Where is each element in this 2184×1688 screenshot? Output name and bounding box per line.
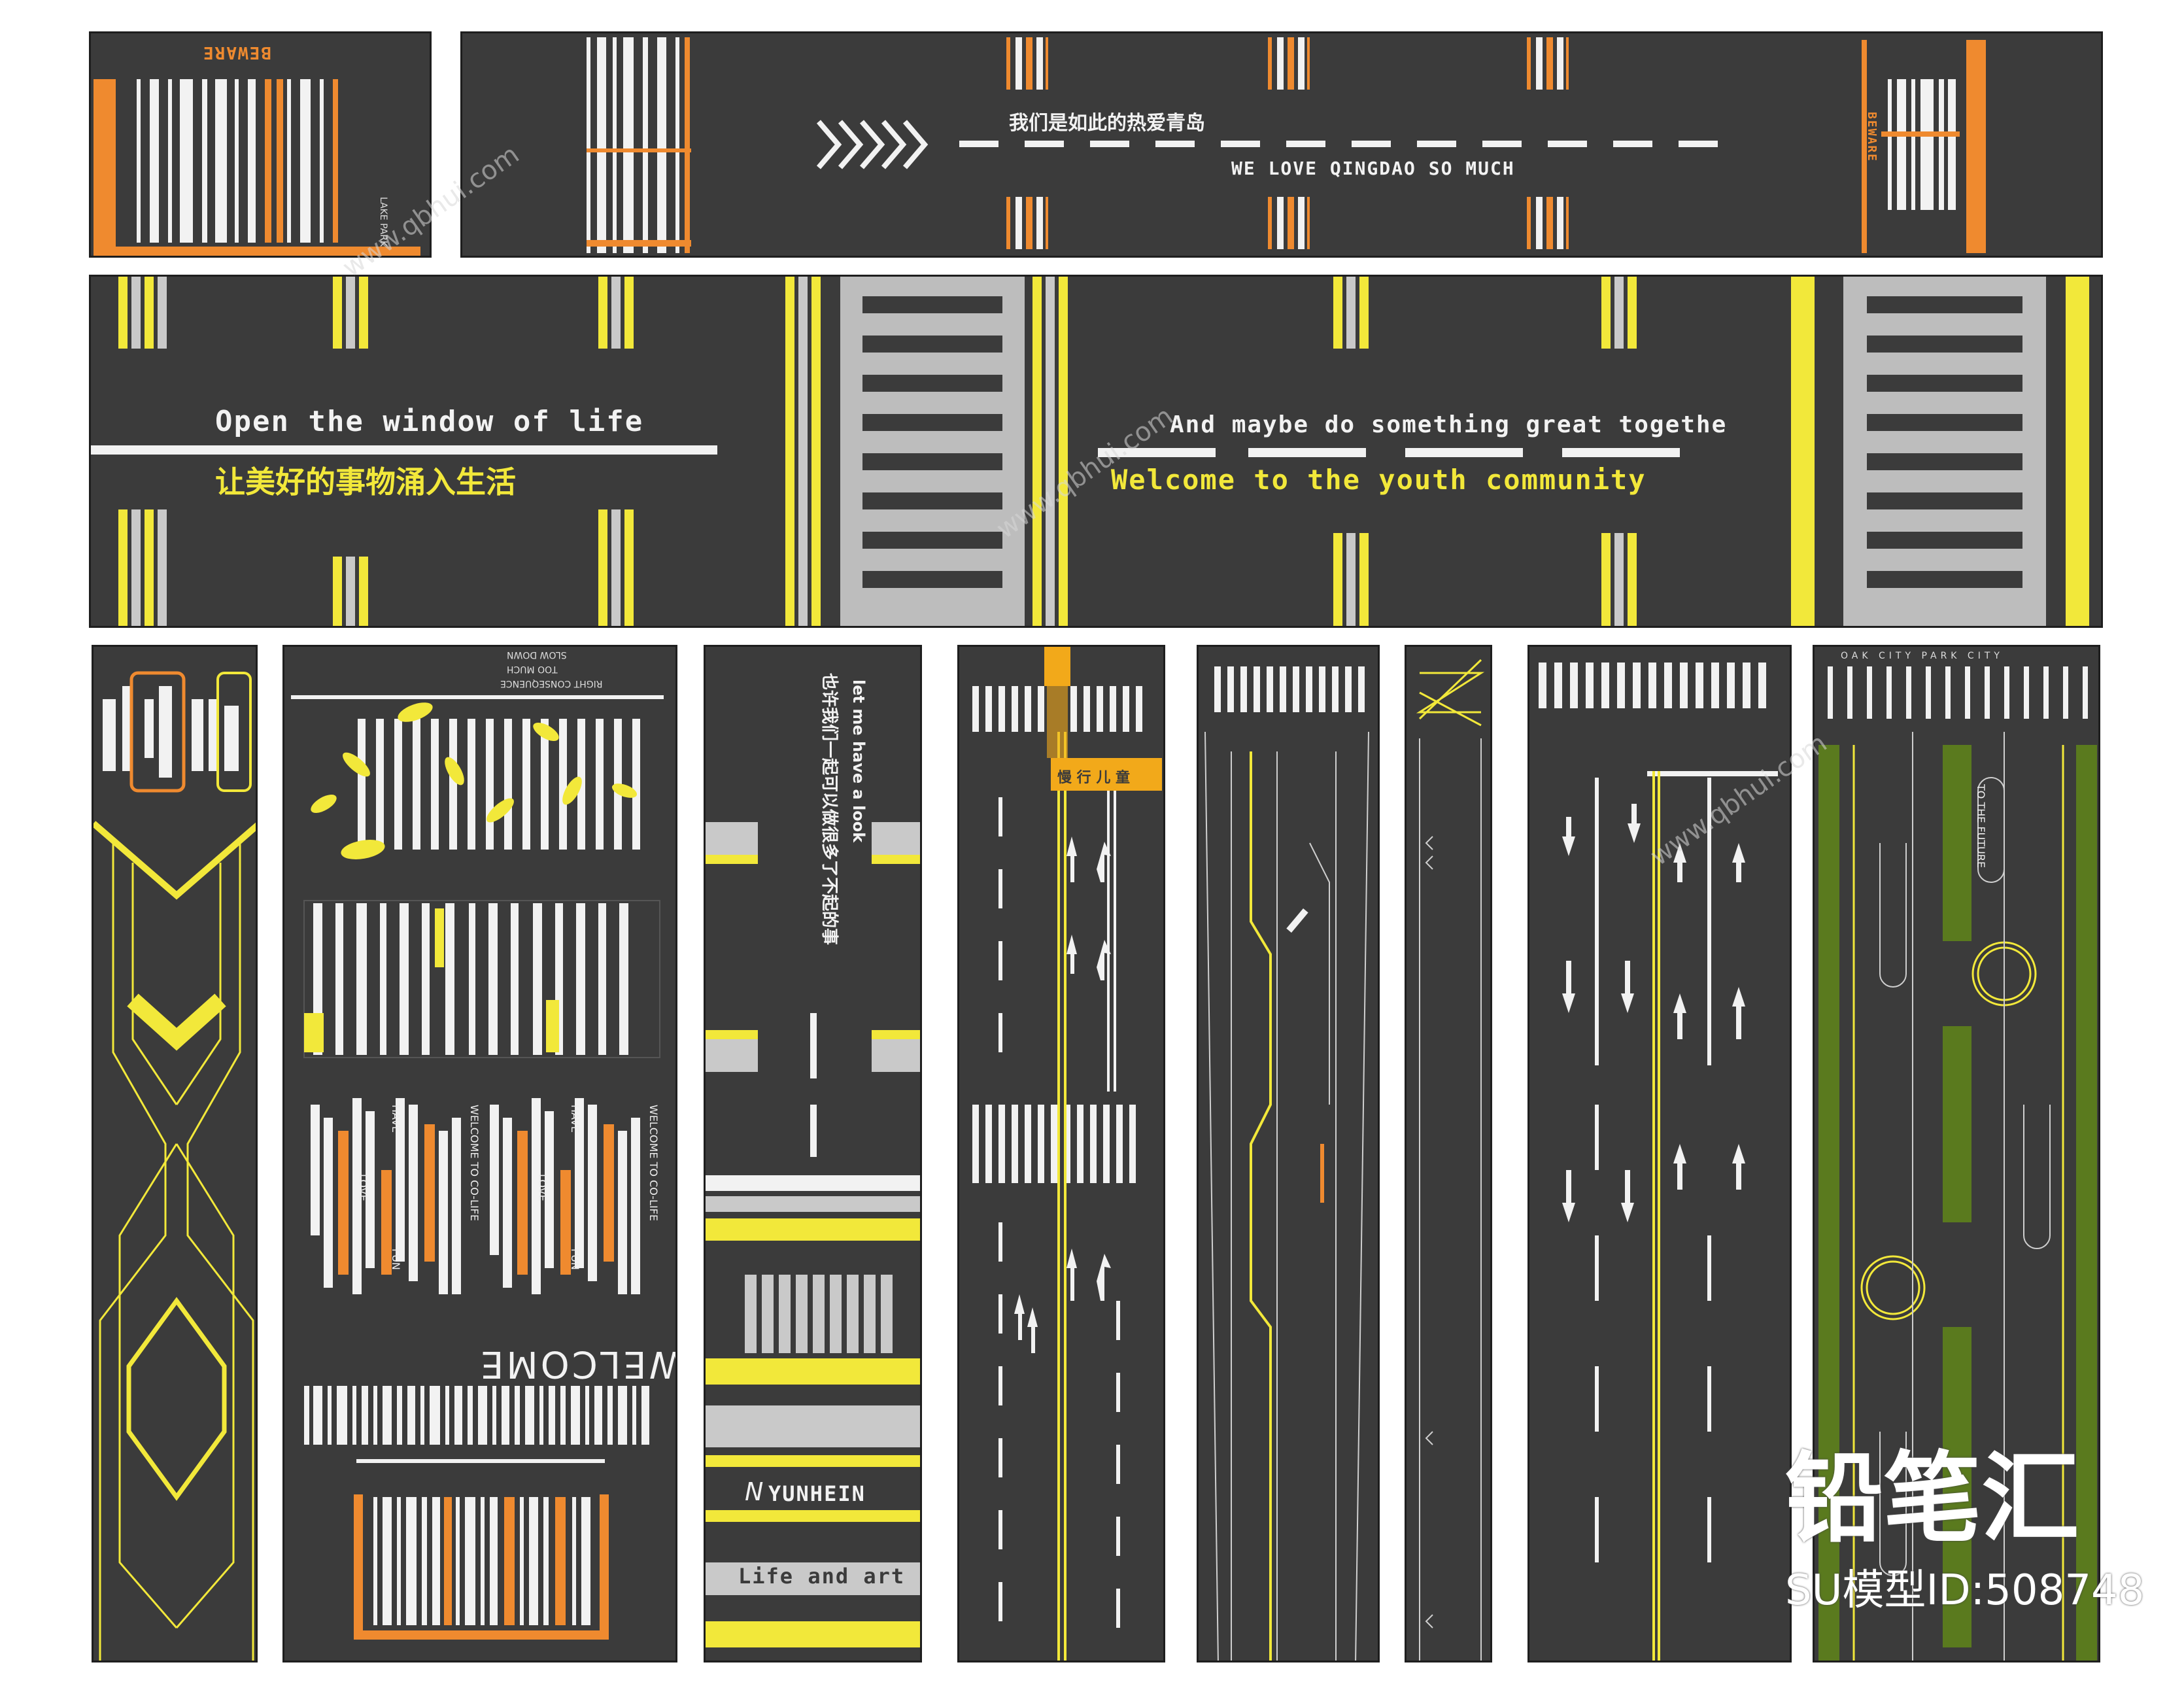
fun-label-2: FUN	[569, 1249, 581, 1270]
orange-edge-bottom	[94, 247, 420, 256]
yellow-line-art	[94, 647, 256, 1661]
beware-label: BEWARE	[202, 43, 271, 62]
en-slogan: WE LOVE QINGDAO SO MUCH	[1231, 158, 1515, 179]
strip-school-crossing: 慢 行 儿 童	[957, 645, 1165, 1662]
future-label: TO THE FUTURE	[1975, 784, 1987, 869]
strip-yellow-curves	[1197, 645, 1380, 1662]
school-sign: 慢 行 儿 童	[1057, 770, 1130, 786]
have-label-2: HAVE	[569, 1105, 581, 1133]
cn-slogan: 我们是如此的热爱青岛	[1009, 112, 1205, 135]
end-label: BEWARE	[1865, 112, 1879, 163]
narrow-lines	[1407, 647, 1490, 1661]
strip-yellow-outline	[92, 645, 258, 1662]
end-barcode	[1862, 40, 1992, 253]
welcome-big: WELCOME	[478, 1343, 677, 1385]
brand-name: YUNHEIN	[768, 1481, 866, 1506]
crosswalk-left	[587, 37, 704, 253]
crosswalk-block	[1268, 37, 1310, 90]
look-cn: 也许我们一起可以做很多了不起的事	[819, 673, 839, 946]
top-text: OAK CITY PARK CITY	[1841, 651, 2004, 661]
road-panel-qingdao: 我们是如此的热爱青岛 WE LOVE QINGDAO SO MUCH	[460, 31, 2103, 258]
dashed-centerline	[959, 141, 1718, 148]
orange-edge-left	[94, 79, 116, 249]
crosswalk-block	[1527, 197, 1569, 249]
left-en-text: Open the window of life	[215, 405, 644, 438]
lane-arrows	[1529, 647, 1790, 1661]
strip-future-green: OAK CITY PARK CITY TO THE FUTURE	[1813, 645, 2100, 1662]
watermark-model-id: SU模型ID:508748	[1785, 1566, 2145, 1615]
road-panel-beware: BEWARE LAKE PARK	[89, 31, 432, 258]
future-lanes	[1815, 647, 2098, 1661]
zebra-leaves	[284, 647, 675, 1661]
road-panel-window-of-life: Open the window of life 让美好的事物涌入生活 And m…	[89, 275, 2103, 628]
look-stripes	[706, 647, 920, 1661]
tagline: Life and art	[738, 1564, 906, 1589]
lane-stubs	[91, 277, 2101, 626]
welcome-co-label: WELCOME TO CO-LIFE	[468, 1105, 481, 1221]
school-lanes	[959, 647, 1163, 1661]
crosswalk-block	[1006, 37, 1048, 90]
welcome-co-label-2: WELCOME TO CO-LIFE	[647, 1105, 660, 1221]
left-cn-text: 让美好的事物涌入生活	[215, 464, 516, 500]
strip-lane-arrows	[1527, 645, 1792, 1662]
crosswalk-block	[1527, 37, 1569, 90]
strip-narrow	[1405, 645, 1492, 1662]
love-label-2: LOVE	[536, 1174, 549, 1201]
curve-lines	[1199, 647, 1378, 1661]
look-en: let me have a look	[849, 680, 868, 843]
strip-leaves-welcome: SLOW DOWN TOO MUCH RIGHT CONSEQUENCE	[282, 645, 677, 1662]
brand-prefix: N	[745, 1477, 764, 1506]
love-label: LOVE	[357, 1174, 369, 1201]
right-en-text-2: Welcome to the youth community	[1111, 464, 1647, 496]
fun-label: FUN	[390, 1249, 402, 1270]
crosswalk-block	[1268, 197, 1310, 249]
crosswalk-block	[1006, 197, 1048, 249]
watermark-brand: 铅笔汇	[1785, 1442, 2080, 1556]
have-label: HAVE	[390, 1105, 402, 1133]
strip-have-a-look: let me have a look 也许我们一起可以做很多了不起的事 N YU…	[704, 645, 922, 1662]
right-en-text: And maybe do something great togethe	[1170, 411, 1728, 438]
chevron-arrows-icon	[815, 118, 946, 171]
barcode-stripes	[137, 79, 372, 243]
